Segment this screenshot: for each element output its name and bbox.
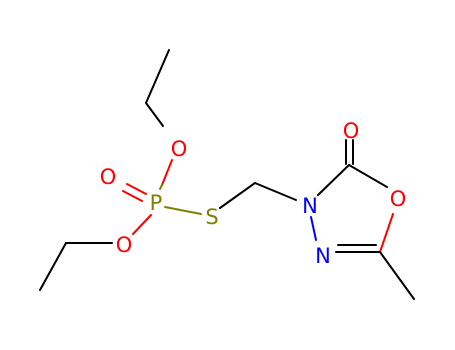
bond-o1-p-b bbox=[159, 184, 163, 190]
bond-c7-c8 bbox=[379, 251, 415, 300]
atom-o-double: O bbox=[100, 165, 117, 189]
bond-s-c5 bbox=[219, 182, 256, 209]
bond-n2-n1 bbox=[310, 216, 317, 241]
bond-p-o3 bbox=[132, 214, 152, 235]
atom-o-ring: O bbox=[390, 187, 407, 211]
bond-c1-c2 bbox=[145, 49, 170, 104]
bond-n1-c6 bbox=[317, 164, 350, 196]
atom-n-lower: N bbox=[315, 244, 331, 268]
bond-o1-p bbox=[161, 159, 173, 186]
atom-n-ring: N bbox=[302, 194, 318, 218]
bond-c2-o1 bbox=[145, 102, 164, 127]
bond-c5-n1 bbox=[254, 182, 297, 201]
atom-o-carbonyl: O bbox=[343, 119, 360, 143]
bond-p-o2-b bbox=[122, 190, 143, 202]
bond-c3-c4 bbox=[39, 242, 67, 291]
bond-c6-o5 bbox=[348, 164, 388, 188]
bond-p-o2-a bbox=[126, 183, 147, 195]
atom-s: S bbox=[205, 205, 218, 229]
atom-o-lower: O bbox=[116, 233, 133, 257]
bond-p-s bbox=[164, 206, 202, 215]
atom-p: P bbox=[150, 191, 163, 215]
bond-o5-c7 bbox=[379, 213, 394, 253]
atom-o-upper: O bbox=[171, 137, 188, 161]
